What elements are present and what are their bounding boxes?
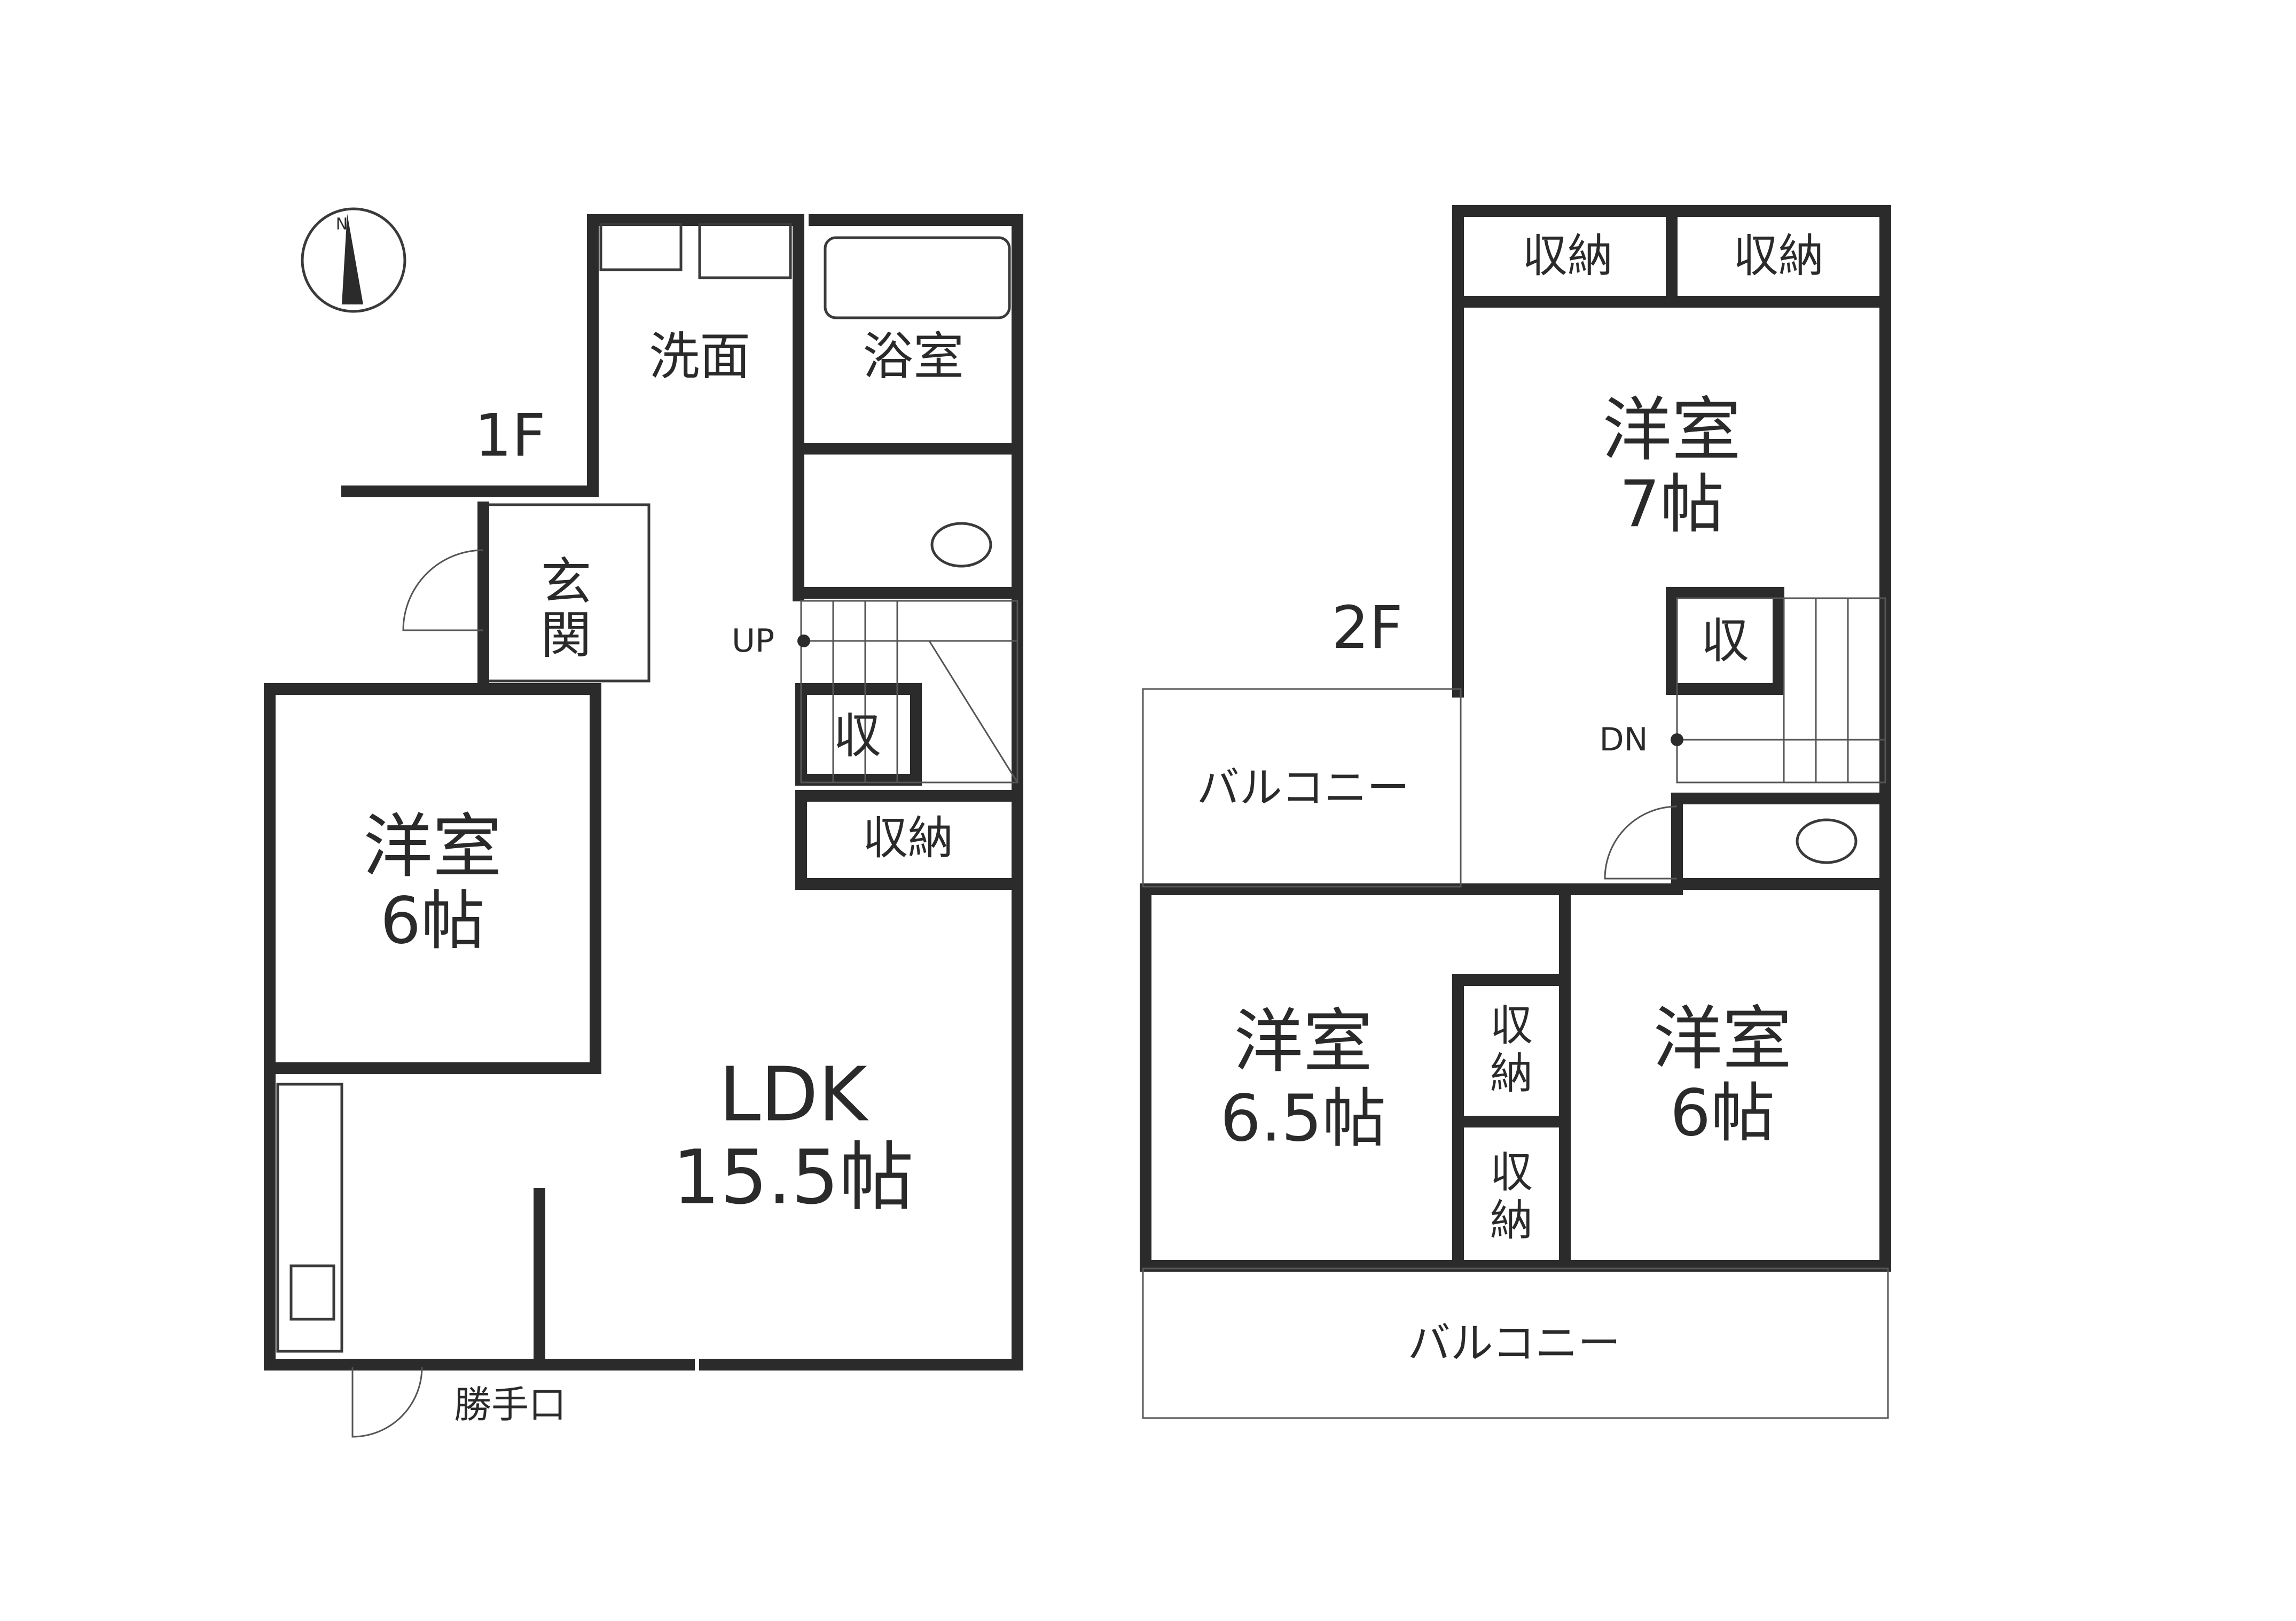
storage-small-1f-label: 収 — [833, 708, 881, 764]
western-room-65-name: 洋室 — [1234, 1001, 1373, 1082]
western-room-1f-size: 6帖 — [380, 884, 485, 959]
balcony-lower-label: バルコニー — [1408, 1319, 1620, 1368]
storage-top-right-label: 収納 — [1733, 230, 1824, 283]
floor2-label: 2F — [1331, 593, 1402, 662]
western-room-1f-name: 洋室 — [363, 806, 502, 887]
floor-1: 1F 洗面 浴室 玄 関 洋室 6帖 LDK 15.5帖 収 収納 UP 勝手口 — [264, 214, 1023, 1438]
stairs-up-label: UP — [732, 622, 774, 660]
closet-upper-line1: 収 — [1490, 1001, 1533, 1051]
western-room-7-name: 洋室 — [1602, 389, 1741, 471]
floor1-storage-box — [795, 790, 1023, 890]
entrance-label-line1: 玄 — [540, 553, 591, 612]
bathtub-icon — [824, 236, 1011, 319]
ldk-name: LDK — [719, 1052, 869, 1139]
toilet-2f-icon — [1796, 818, 1858, 864]
entrance-label-line2: 関 — [540, 606, 591, 665]
floor2-exterior-walls — [1140, 205, 1891, 1272]
floor2-stairs-icon — [1671, 597, 1886, 784]
storage-top-left-label: 収納 — [1522, 230, 1613, 283]
compass-north-label: N — [336, 215, 348, 234]
floor1-stairs-icon — [797, 600, 1018, 784]
balcony-upper-label: バルコニー — [1197, 763, 1409, 813]
floor2-top-storage-walls — [1452, 205, 1891, 308]
western-room-6-2f-name: 洋室 — [1653, 998, 1792, 1079]
closet-upper-line2: 納 — [1490, 1049, 1533, 1099]
balcony-lower-outline — [1142, 1267, 1889, 1419]
toilet-icon — [930, 522, 992, 568]
floor1-label: 1F — [474, 401, 545, 469]
floor1-bath-walls — [793, 214, 1023, 601]
washbasin-icon — [599, 223, 683, 271]
ldk-size: 15.5帖 — [672, 1134, 914, 1221]
stairs-down-label: DN — [1599, 721, 1648, 758]
storage-1f-label: 収納 — [863, 812, 953, 865]
stove-icon — [289, 1264, 335, 1321]
floor2-storage-small-box — [1666, 587, 1784, 695]
floor1-entrance-box — [489, 503, 651, 683]
washroom-label: 洗面 — [649, 327, 750, 386]
side-door-swing — [351, 1367, 423, 1438]
floor1-western-room-walls — [264, 683, 601, 1074]
floor2-closet-walls — [1452, 883, 1571, 1272]
compass-icon: N — [301, 207, 406, 313]
kitchen-counter-icon — [276, 1083, 343, 1353]
toilet-door-swing — [1604, 805, 1678, 880]
side-door-label: 勝手口 — [454, 1383, 566, 1427]
western-room-7-size: 7帖 — [1619, 468, 1724, 542]
washing-machine-icon — [698, 223, 792, 279]
balcony-upper-outline — [1142, 688, 1462, 888]
entrance-door-swing — [402, 549, 484, 631]
floor2-toilet-box — [1671, 793, 1891, 890]
storage-small-2f-label: 収 — [1701, 613, 1749, 669]
closet-lower-line1: 収 — [1490, 1148, 1533, 1197]
western-room-65-size: 6.5帖 — [1220, 1082, 1386, 1156]
floor-2: 2F 収納 収納 洋室 7帖 収 DN バルコニー 洋室 6.5帖 洋室 6帖 … — [1140, 205, 1891, 1419]
bathroom-label: 浴室 — [863, 327, 964, 386]
closet-lower-line2: 納 — [1490, 1196, 1533, 1246]
western-room-6-2f-size: 6帖 — [1670, 1077, 1775, 1151]
floor1-exterior-walls — [264, 214, 1023, 1371]
